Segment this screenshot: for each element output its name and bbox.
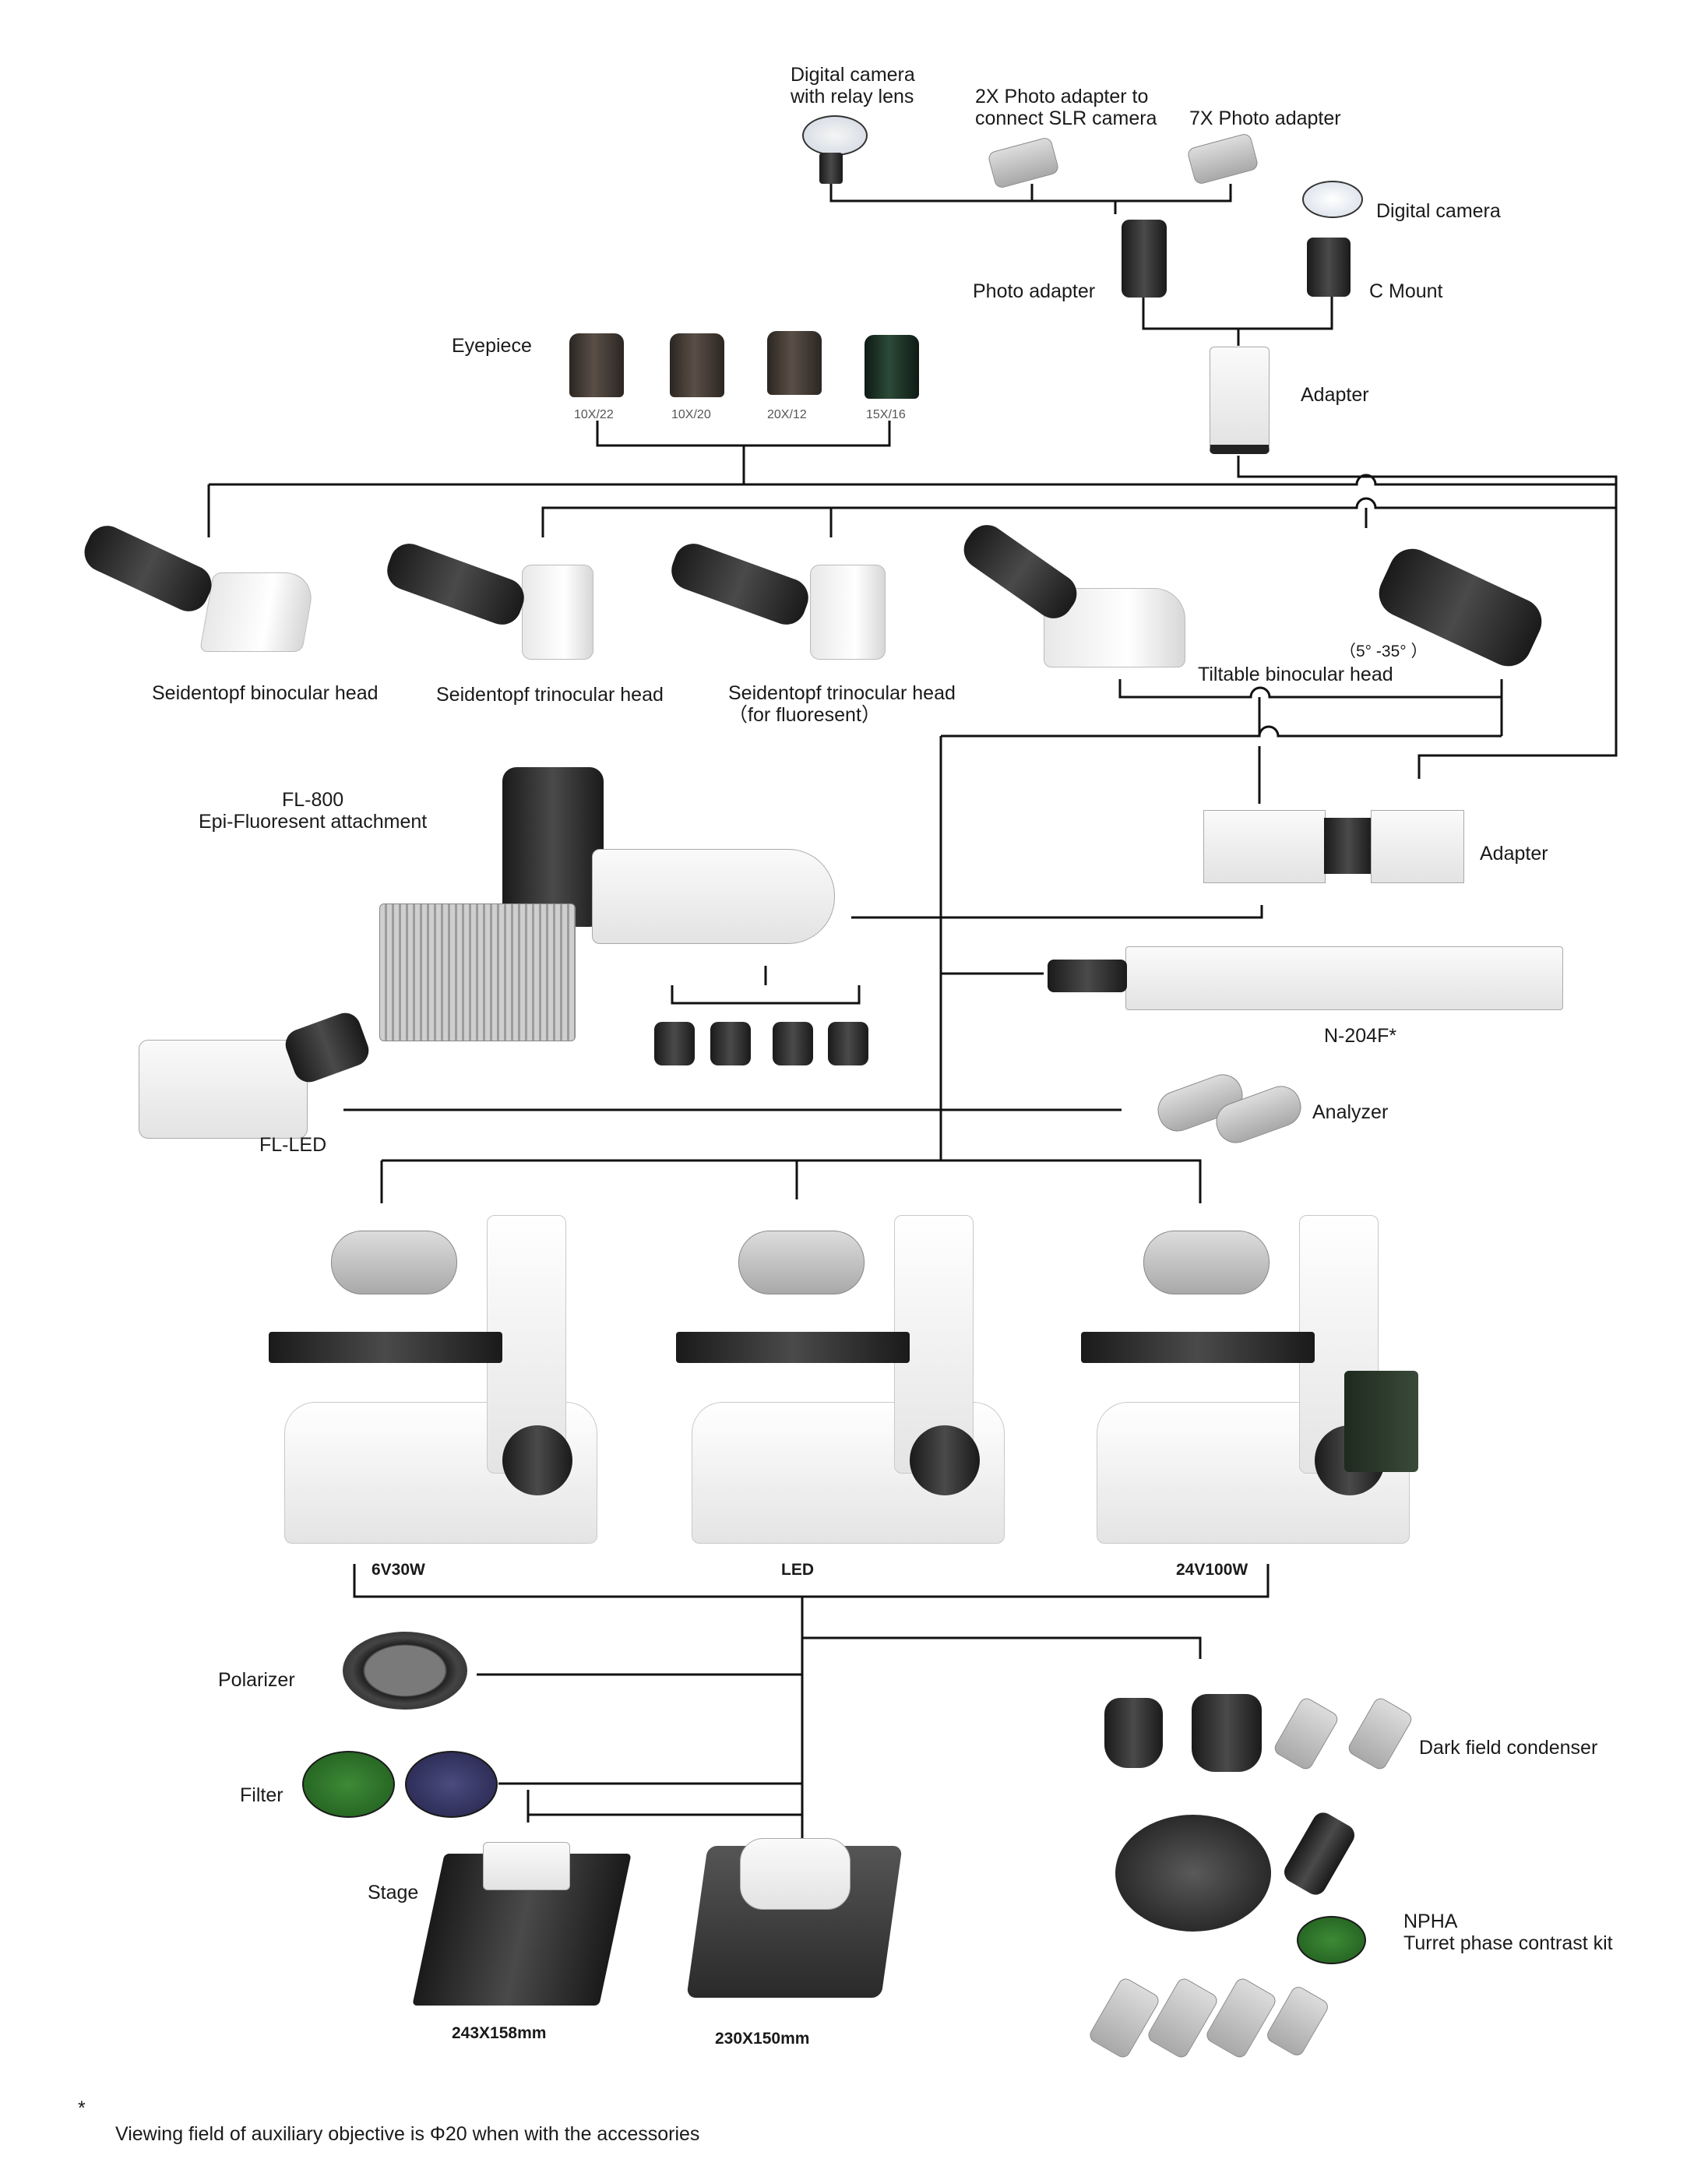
label-eyepiece: Eyepiece: [452, 335, 532, 357]
phase-turret-body-image: [1115, 1815, 1271, 1932]
binocular-head-image: [199, 572, 316, 652]
eyepiece-20x12-image: [767, 331, 822, 395]
c-mount-image: [1307, 238, 1351, 297]
label-stage-230: 230X150mm: [715, 2030, 810, 2048]
label-digital-camera: Digital camera: [1376, 200, 1501, 222]
label-adapter-top: Adapter: [1301, 384, 1369, 406]
footnote-star: *: [78, 2097, 86, 2119]
n204f-eyepiece-image: [1048, 960, 1127, 992]
label-npha: NPHA Turret phase contrast kit: [1403, 1911, 1613, 1954]
stage-243-holder-image: [483, 1842, 570, 1890]
trinocular-head-image: [522, 565, 593, 660]
condenser-2-image: [1192, 1694, 1262, 1772]
label-polarizer: Polarizer: [218, 1669, 295, 1691]
polarizer-image: [343, 1632, 467, 1710]
fl800-attachment-image: [592, 849, 835, 944]
label-adapter-mid: Adapter: [1480, 843, 1548, 865]
label-trinocular-head: Seidentopf trinocular head: [436, 684, 664, 706]
footnote: Viewing field of auxiliary objective is …: [115, 2123, 700, 2145]
label-tilt-angle: （5° -35° ）: [1340, 643, 1428, 660]
filter-cube-1-image: [654, 1022, 695, 1065]
label-stage-243: 243X158mm: [452, 2024, 547, 2042]
adapter-mid-box-image: [1371, 810, 1464, 883]
label-stage: Stage: [368, 1882, 419, 1904]
label-analyzer: Analyzer: [1312, 1101, 1389, 1123]
label-scope-6v30w: 6V30W: [372, 1561, 425, 1579]
n204f-image: [1125, 946, 1563, 1010]
tiltable-head-image: [1044, 588, 1185, 667]
adapter-mid-image: [1203, 810, 1326, 883]
filter-cube-4-image: [828, 1022, 868, 1065]
microscope-24v100w-image: [1081, 1215, 1424, 1544]
fl-led-image: [139, 1040, 308, 1139]
stage-230-holder-image: [740, 1838, 850, 1910]
adapter-top-image: [1210, 347, 1270, 454]
label-filter: Filter: [240, 1784, 283, 1806]
label-scope-led: LED: [781, 1561, 814, 1579]
label-binocular-head: Seidentopf binocular head: [152, 682, 379, 704]
adapter-mid-tube-image: [1324, 818, 1372, 874]
digital-camera-relay-image: [802, 115, 868, 156]
label-photo-adapter: Photo adapter: [973, 280, 1096, 302]
label-photo-adapter-7x: 7X Photo adapter: [1189, 107, 1341, 129]
digital-camera-image: [1302, 181, 1363, 218]
label-scope-24v100w: 24V100W: [1176, 1561, 1248, 1579]
eyepiece-spec-3: 20X/12: [767, 408, 807, 421]
filter-cube-2-image: [710, 1022, 751, 1065]
label-photo-adapter-2x: 2X Photo adapter to connect SLR camera: [975, 86, 1157, 129]
eyepiece-10x22-image: [569, 333, 624, 397]
power-supply-image: [379, 903, 576, 1041]
label-dark-field-condenser: Dark field condenser: [1419, 1737, 1598, 1759]
label-fl800: FL-800 Epi-Fluoresent attachment: [199, 789, 428, 833]
label-tiltable-head: Tiltable binocular head: [1198, 664, 1393, 685]
label-n204f: N-204F*: [1324, 1025, 1397, 1047]
photo-adapter-image: [1122, 220, 1167, 298]
label-trinocular-fl-head: Seidentopf trinocular head （for fluorese…: [728, 682, 956, 726]
filter-blue-image: [405, 1751, 498, 1818]
eyepiece-spec-4: 15X/16: [866, 408, 906, 421]
label-digital-camera-relay: Digital camera with relay lens: [791, 64, 915, 107]
microscope-6v30w-image: [269, 1215, 611, 1544]
condenser-1-image: [1104, 1698, 1163, 1768]
phase-green-filter-image: [1297, 1916, 1366, 1964]
eyepiece-spec-2: 10X/20: [671, 408, 711, 421]
eyepiece-10x20-image: [670, 333, 724, 397]
relay-lens-image: [819, 153, 843, 184]
label-fl-led: FL-LED: [259, 1134, 327, 1156]
lamp-house-image: [502, 767, 604, 927]
filter-green-image: [302, 1751, 395, 1818]
filter-cube-3-image: [773, 1022, 813, 1065]
eyepiece-spec-1: 10X/22: [574, 408, 614, 421]
microscope-led-image: [676, 1215, 1019, 1544]
eyepiece-15x16-image: [865, 335, 919, 399]
trinocular-fl-head-image: [810, 565, 886, 660]
label-c-mount: C Mount: [1369, 280, 1443, 302]
